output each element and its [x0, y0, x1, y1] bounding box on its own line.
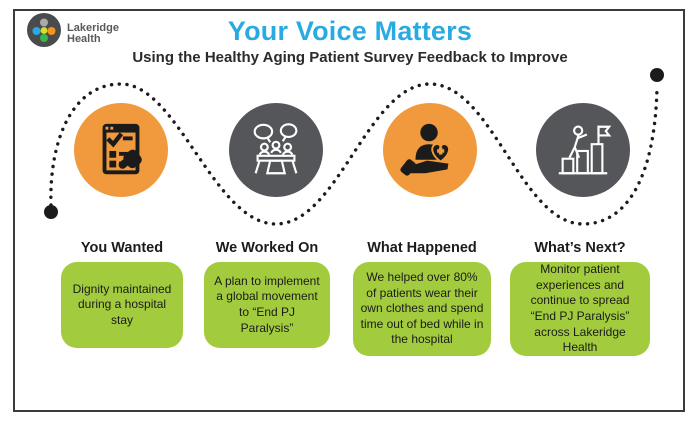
brand-name-line1: Lakeridge — [67, 21, 119, 34]
brand-name: Lakeridge Health — [67, 21, 119, 47]
patient-care-icon — [400, 123, 451, 176]
page-title: Your Voice Matters — [227, 16, 473, 46]
step-4-circle — [536, 103, 630, 197]
step-2-column: We Worked On A plan to implement a globa… — [196, 240, 338, 348]
step-3-body-box: We helped over 80% of patients wear thei… — [353, 262, 491, 356]
step-1-heading: You Wanted — [80, 240, 164, 256]
team-meeting-icon — [253, 123, 298, 175]
step-2-heading: We Worked On — [215, 240, 319, 256]
step-4-body-box: Monitor patient experiences and continue… — [510, 262, 650, 356]
step-2-circle — [229, 103, 323, 197]
page-subtitle: Using the Healthy Aging Patient Survey F… — [132, 49, 568, 66]
lakeridge-logo-icon — [27, 13, 61, 47]
step-1-circle — [74, 103, 168, 197]
lakeridge-health-logo: Lakeridge Health — [27, 13, 119, 47]
step-3-column: What Happened We helped over 80% of pati… — [348, 240, 496, 356]
goal-achievement-icon — [558, 125, 612, 175]
step-1-body-text: Dignity maintained during a hospital sta… — [72, 281, 172, 327]
step-1-column: You Wanted Dignity maintained during a h… — [50, 240, 194, 348]
step-3-heading: What Happened — [367, 240, 477, 256]
step-4-column: What’s Next? Monitor patient experiences… — [504, 240, 656, 356]
step-4-body-text: Monitor patient experiences and continue… — [530, 262, 630, 355]
step-1-body-box: Dignity maintained during a hospital sta… — [61, 262, 183, 348]
step-2-body-text: A plan to implement a global movement to… — [214, 273, 320, 335]
survey-checklist-icon — [102, 123, 142, 175]
step-2-body-box: A plan to implement a global movement to… — [204, 262, 330, 348]
step-3-body-text: We helped over 80% of patients wear thei… — [360, 270, 484, 347]
step-4-heading: What’s Next? — [534, 240, 626, 256]
brand-name-line2: Health — [67, 33, 101, 46]
step-3-circle — [383, 103, 477, 197]
